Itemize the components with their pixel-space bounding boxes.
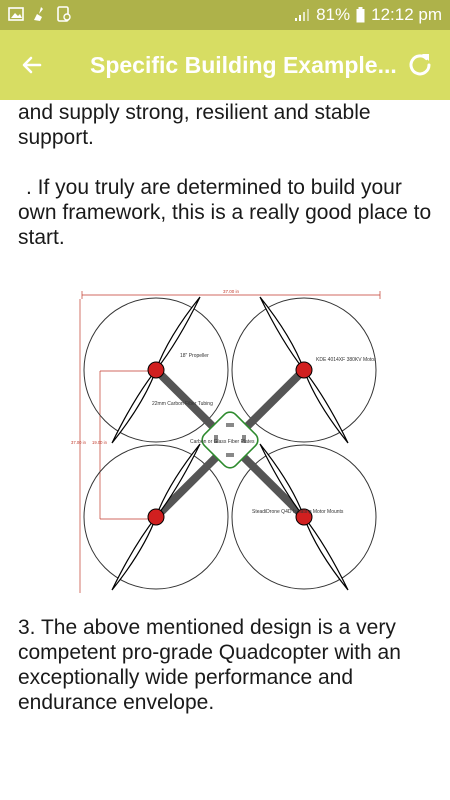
refresh-button[interactable] (402, 47, 438, 83)
signal-icon (295, 9, 310, 21)
quadcopter-diagram: 37.00 in 37.00 in 19.00 in (68, 287, 382, 597)
phone-storage-icon (57, 6, 71, 22)
page-title: Specific Building Example... (90, 52, 397, 78)
propeller-rear-right (259, 443, 349, 591)
prop-circle-front-left (83, 297, 229, 443)
center-plate (201, 411, 259, 469)
motor-label-text: KDE 4014XF 380KV Motor (316, 357, 376, 363)
prop-circle-rear-right (231, 444, 377, 590)
motor-label: KDE 4014XF 380KV Motor (316, 357, 376, 363)
refresh-icon (409, 54, 431, 76)
dimension-top-label: 37.00 in (223, 289, 240, 294)
propeller-rear-left (111, 443, 201, 591)
battery-percent: 81% (316, 5, 351, 24)
arrow-left-icon (22, 56, 42, 74)
motor-rear-left (147, 508, 165, 526)
broom-icon (34, 7, 43, 21)
motor-rear-right (295, 508, 313, 526)
back-button[interactable] (14, 47, 50, 83)
propeller-front-right (259, 296, 349, 444)
mounts-label: SteadiDrone Q4D Isolating Motor Mounts (252, 509, 344, 515)
motor-front-right (295, 361, 313, 379)
status-icons-left (8, 6, 72, 22)
app-bar: Specific Building Example... (0, 30, 450, 100)
paragraph-1: and supply strong, resilient and stable … (18, 101, 371, 149)
paragraph-3: 3. The above mentioned design is a very … (18, 616, 401, 714)
quadcopter-frame-drawing: 37.00 in 37.00 in 19.00 in (71, 289, 381, 593)
battery-icon (356, 7, 365, 23)
propeller-front-left (111, 296, 201, 444)
article-content: and supply strong, resilient and stable … (18, 100, 434, 250)
motor-front-left (147, 361, 165, 379)
plates-label: Carbon or Glass Fiber Plates (190, 439, 255, 445)
prop-circle-rear-left (83, 444, 229, 590)
clock: 12:12 pm (371, 5, 442, 24)
status-icons-right: 81% 12:12 pm (294, 0, 442, 30)
dimension-left2-label: 19.00 in (92, 440, 108, 445)
prop-circle-front-right (231, 297, 377, 443)
propeller-label: 18" Propeller (180, 353, 209, 359)
status-bar: 81% 12:12 pm (0, 0, 450, 30)
paragraph-2: . If you truly are determined to build y… (18, 176, 432, 249)
tubing-label: 22mm Carbon Fiber Tubing (152, 401, 213, 407)
dimension-left-label: 37.00 in (71, 440, 87, 445)
gallery-icon (8, 7, 24, 21)
